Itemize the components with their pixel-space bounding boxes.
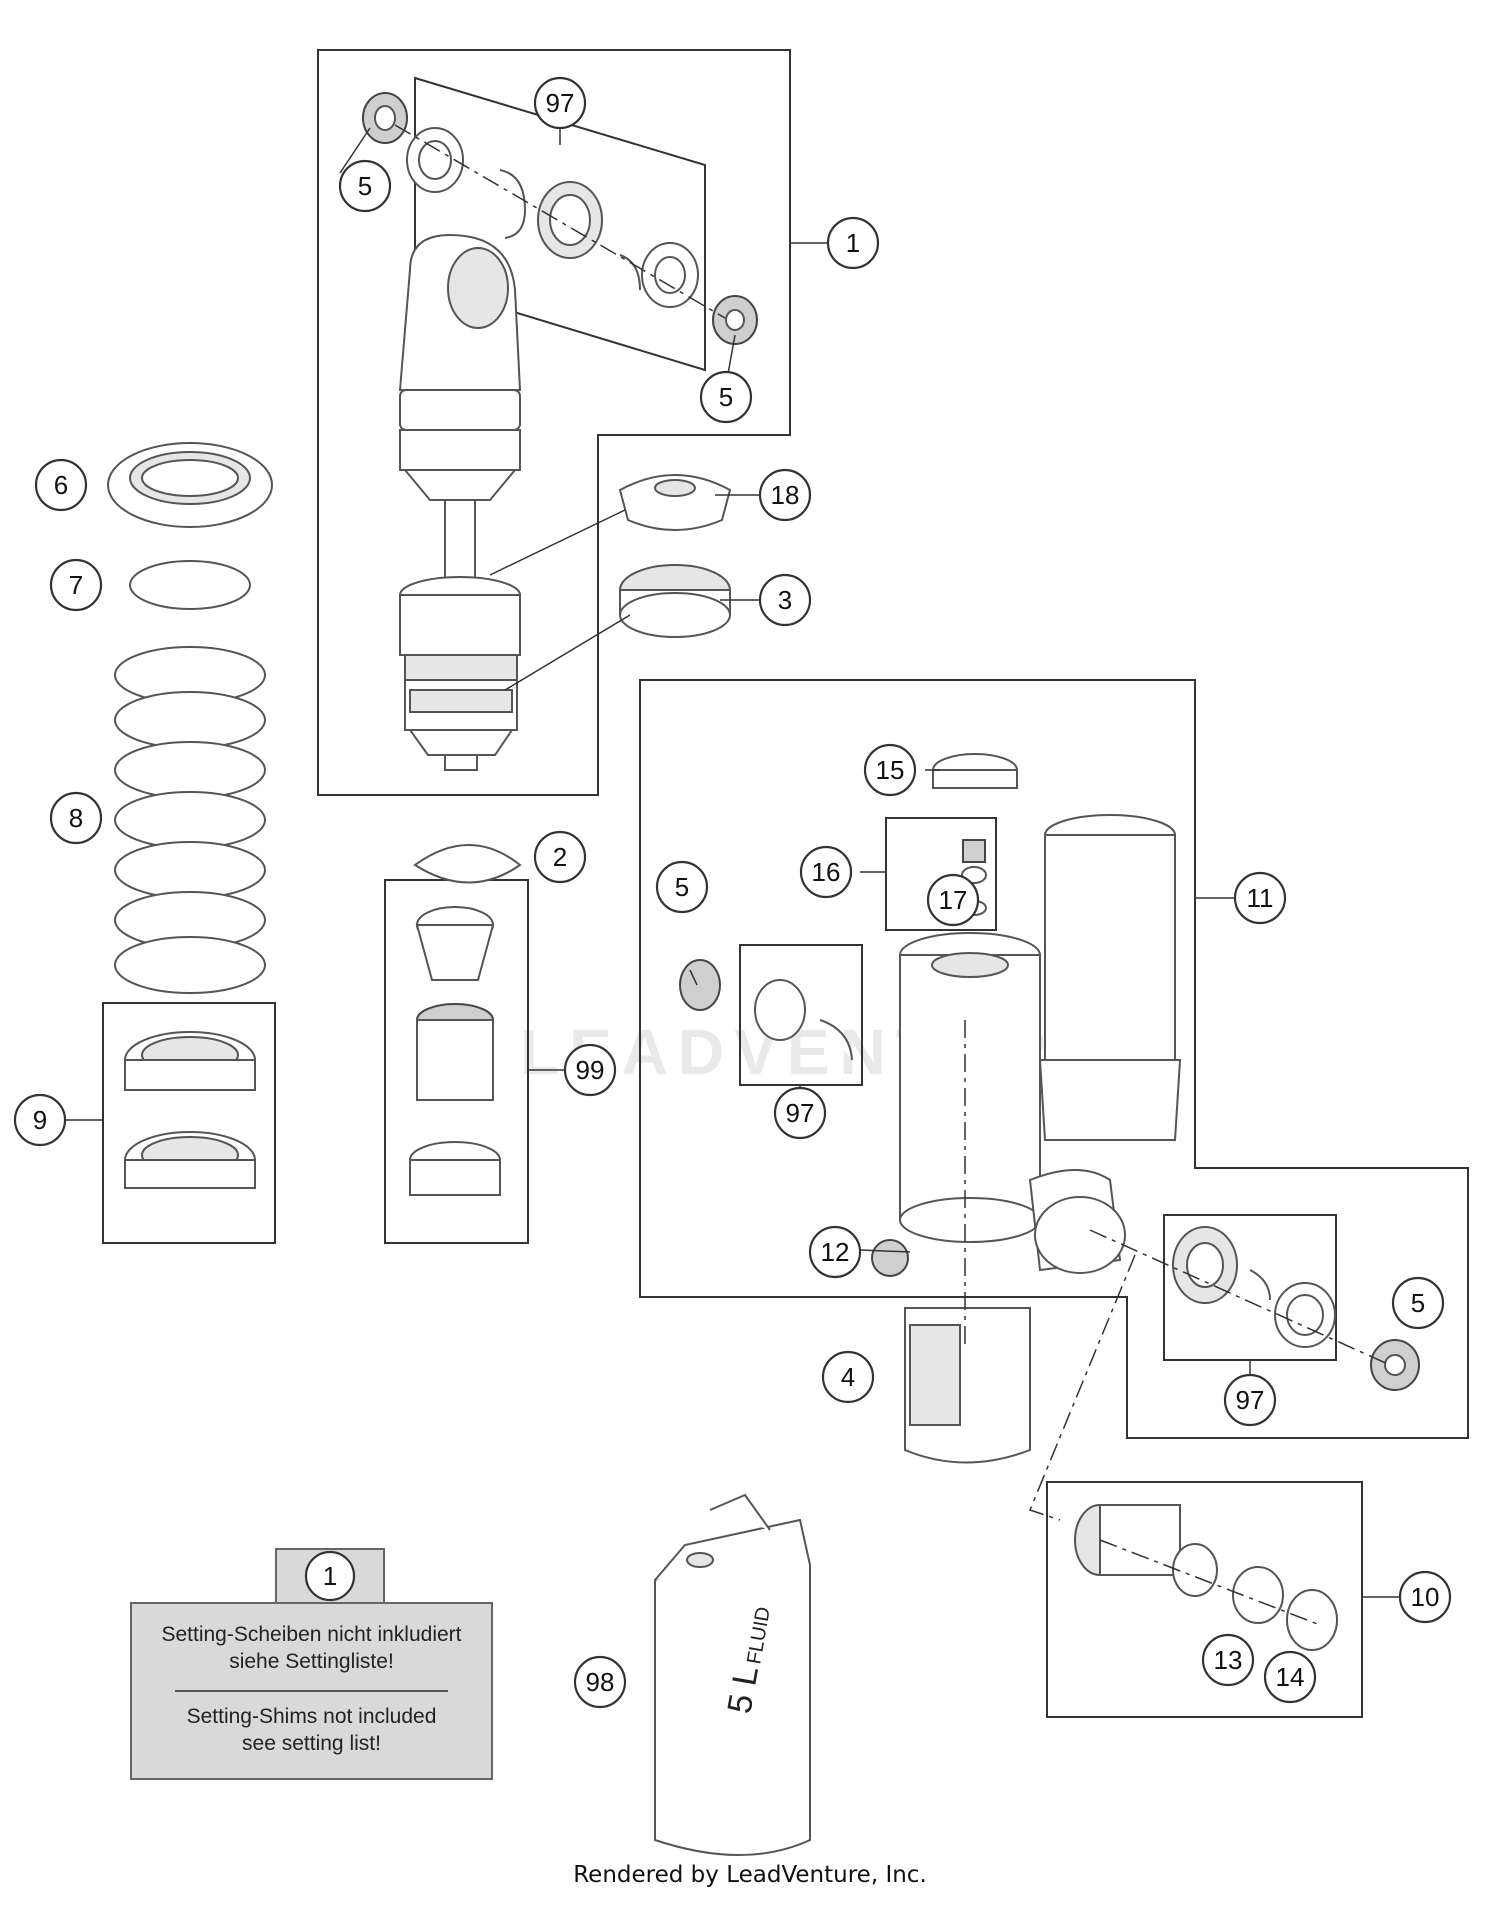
callout-7: 7: [49, 558, 103, 612]
note-line-1: Setting-Scheiben nicht inkludiert: [161, 1623, 462, 1646]
svg-text:99: 99: [576, 1055, 605, 1085]
footer-credit: Rendered by LeadVenture, Inc.: [573, 1862, 927, 1888]
label-sleeve-4: [904, 1307, 1031, 1464]
callout-13: 13: [1201, 1633, 1255, 1687]
axis-line-10: [1099, 1539, 1321, 1626]
piston-3: [619, 564, 731, 638]
svg-text:10: 10: [1411, 1582, 1440, 1612]
svg-text:14: 14: [1276, 1662, 1305, 1692]
callout-99: 99: [563, 1043, 617, 1097]
callout-97b: 97: [773, 1086, 827, 1140]
leader-3: [504, 614, 631, 691]
callout-5b: 5: [699, 370, 753, 424]
group-outline-10: [1046, 1481, 1363, 1718]
svg-text:3: 3: [778, 585, 792, 615]
svg-text:5: 5: [675, 872, 689, 902]
ring-7: [129, 560, 251, 610]
note-line-4: see setting list!: [242, 1732, 381, 1755]
svg-text:18: 18: [771, 480, 800, 510]
cap-15: [932, 753, 1018, 789]
adjuster-nuts-9: [124, 1031, 256, 1189]
callout-10: 10: [1398, 1570, 1452, 1624]
svg-text:11: 11: [1247, 883, 1274, 913]
axis-line-valve: [1029, 1254, 1136, 1521]
svg-text:5: 5: [719, 382, 733, 412]
callout-5d: 5: [1391, 1276, 1445, 1330]
bearing-set-top: [362, 92, 758, 345]
axis-line-right: [1089, 1229, 1391, 1366]
compression-valve-10: [1074, 1504, 1338, 1651]
group-outline-9: [102, 1002, 276, 1244]
note-line-2: siehe Settingliste!: [229, 1650, 394, 1673]
spring-8: [114, 646, 266, 994]
group-outline-1: [317, 49, 791, 796]
group-outline-16: [885, 817, 997, 931]
svg-text:97: 97: [1236, 1385, 1265, 1415]
callout-98: 98: [573, 1655, 627, 1709]
callout-1: 1: [826, 216, 880, 270]
callout-3: 3: [758, 573, 812, 627]
svg-text:9: 9: [33, 1105, 47, 1135]
bearing-set-right: [1172, 1226, 1420, 1391]
seal-kit-99: [409, 906, 501, 1196]
svg-text:97: 97: [786, 1098, 815, 1128]
svg-text:16: 16: [812, 857, 841, 887]
svg-text:15: 15: [876, 755, 905, 785]
bearing-set-mid: [679, 959, 853, 1061]
svg-text:97: 97: [546, 88, 575, 118]
svg-text:7: 7: [69, 570, 83, 600]
note-divider: [175, 1690, 448, 1692]
svg-text:17: 17: [939, 885, 968, 915]
svg-text:1: 1: [323, 1561, 337, 1591]
callout-18: 18: [758, 468, 812, 522]
callout-5a: 5: [338, 159, 392, 213]
callout-4: 4: [821, 1350, 875, 1404]
note-line-3: Setting-Shims not included: [186, 1705, 437, 1728]
canister-volume-text: 5 L: [720, 1663, 766, 1716]
leader-18: [489, 509, 626, 576]
svg-text:4: 4: [841, 1362, 855, 1392]
svg-text:98: 98: [586, 1667, 615, 1697]
callout-14: 14: [1263, 1650, 1317, 1704]
callout-16: 16: [799, 845, 853, 899]
callout-2: 2: [533, 830, 587, 884]
bump-stop-18: [618, 474, 732, 531]
svg-text:1: 1: [846, 228, 860, 258]
plug-12: [871, 1239, 909, 1277]
group-outline-97-top: [414, 76, 706, 372]
group-outline-97-mid: [739, 944, 863, 1086]
svg-text:5: 5: [358, 171, 372, 201]
svg-text:12: 12: [821, 1237, 850, 1267]
shock-absorber: [398, 233, 522, 771]
svg-text:6: 6: [54, 470, 68, 500]
callout-6: 6: [34, 458, 88, 512]
spring-seat-6: [107, 442, 273, 528]
reservoir-housing-11: [899, 814, 1182, 1274]
circlip-2: [413, 844, 522, 884]
group-outline-11: [639, 679, 1469, 1439]
callout-8: 8: [49, 791, 103, 845]
callout-5c: 5: [655, 860, 709, 914]
axis-line-top: [394, 124, 726, 319]
svg-text:2: 2: [553, 842, 567, 872]
callout-1-note: 1: [304, 1550, 356, 1602]
svg-text:13: 13: [1214, 1645, 1243, 1675]
callout-12: 12: [808, 1225, 862, 1279]
callout-97a: 97: [533, 76, 587, 130]
callout-11: 11: [1233, 871, 1287, 925]
callout-9: 9: [13, 1093, 67, 1147]
callout-15: 15: [863, 743, 917, 797]
svg-text:5: 5: [1411, 1288, 1425, 1318]
callout-97c: 97: [1223, 1373, 1277, 1427]
fluid-canister-98: FLUID 5 L: [654, 1493, 811, 1856]
callout-17: 17: [926, 873, 980, 927]
svg-text:8: 8: [69, 803, 83, 833]
